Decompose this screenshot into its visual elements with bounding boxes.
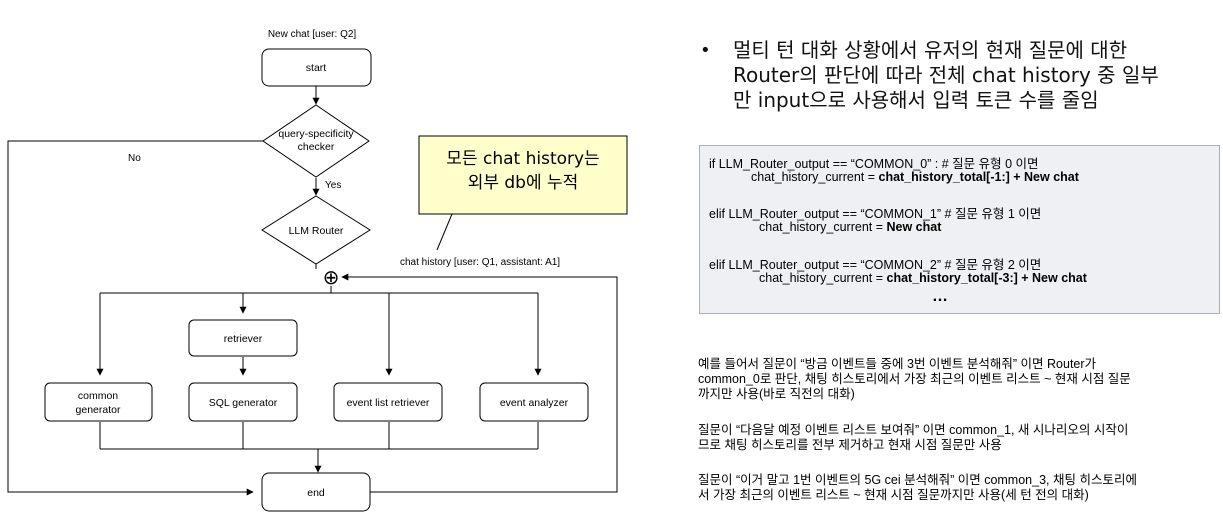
input-label: New chat [user: Q2] [268,29,357,40]
flow-edges [7,86,618,496]
common-generator-label-line2: generator [76,404,121,416]
code-line-4-text: chat_history_current = [759,220,887,234]
example-1-line-1: 예를 들어서 질문이 “방금 이벤트들 중에 3번 이벤트 분석해줘” 이면 R… [698,357,1097,371]
event-analyzer-label: event analyzer [500,397,569,409]
end-node [261,472,371,512]
example-3-line-1: 질문이 “이거 말고 1번 이벤트의 5G cei 분석해줘” 이면 commo… [698,473,1137,487]
router-diamond [261,195,371,265]
edge-label-no: No [128,153,141,164]
code-ellipsis: … [932,288,948,305]
code-line-2-bold: chat_history_total[-1:] + New chat [878,170,1079,184]
event-analyzer-node [479,382,589,422]
retriever-label: retriever [224,333,263,345]
common-generator-node [44,382,153,422]
example-2-line-2: 므로 채팅 히스토리를 전부 제거하고 현재 시점 질문만 사용 [698,438,1002,452]
callout-box [418,135,628,215]
event-list-retriever-node [333,382,443,422]
example-1-line-2: common_0로 판단, 채팅 히스토리에서 가장 최근의 이벤트 리스트 ~… [698,372,1131,386]
checker-label-line2: checker [298,141,335,153]
checker-label-line1: query-specificity [278,128,354,140]
sql-generator-node [188,382,298,422]
code-box: if LLM_Router_output == “COMMON_0” : # 질… [699,145,1220,314]
code-line-3: elif LLM_Router_output == “COMMON_1” # 질… [709,207,1042,221]
code-line-1: if LLM_Router_output == “COMMON_0” : # 질… [709,157,1039,171]
example-3-line-2: 서 가장 최근의 이벤트 리스트 ~ 현재 시점 질문까지만 사용(세 턴 전의… [698,488,1089,502]
bullet-line-2: Router의 판단에 따라 전체 chat history 중 일부 [733,63,1159,87]
router-label: LLM Router [289,225,344,237]
code-line-4: chat_history_current = New chat [759,220,941,234]
example-paragraph-3: 질문이 “이거 말고 1번 이벤트의 5G cei 분석해줘” 이면 commo… [698,473,1220,503]
flowchart-diagram: New chat [user: Q2] start query-specific… [7,29,628,512]
bullet-marker: • [700,40,711,61]
event-list-retriever-label: event list retriever [347,397,430,409]
start-label: start [306,62,327,74]
edge-no-branch [7,140,263,496]
end-label: end [307,487,325,499]
common-generator-label-line1: common [78,390,118,402]
callout-line-2: 외부 db에 누적 [467,173,579,193]
callout-note: 모든 chat history는 외부 db에 누적 [419,147,627,195]
checker-diamond [262,104,370,178]
code-line-4-bold: New chat [886,220,942,234]
code-line-2: chat_history_current = chat_history_tota… [751,170,1079,184]
code-line-6-bold: chat_history_total[-3:] + New chat [886,271,1087,285]
edge-label-yes: Yes [325,180,341,191]
edge-label-history: chat history [user: Q1, assistant: A1] [400,257,560,268]
start-node [261,48,372,87]
code-line-6: chat_history_current = chat_history_tota… [759,271,1087,285]
code-line-6-text: chat_history_current = [759,271,887,285]
callout-line-1: 모든 chat history는 [446,149,600,169]
example-1-line-3: 까지만 사용(바로 직전의 대화) [698,387,855,401]
example-2-line-1: 질문이 “다음달 예정 이벤트 리스트 보여줘” 이면 common_1, 새 … [698,423,1129,437]
sql-generator-label: SQL generator [209,397,278,409]
example-paragraph-2: 질문이 “다음달 예정 이벤트 리스트 보여줘” 이면 common_1, 새 … [698,423,1220,453]
retriever-node [188,319,298,357]
bullet-line-1: 멀티 턴 대화 상황에서 유저의 현재 질문에 대한 [733,38,1128,62]
edge-history-loop [341,273,618,493]
merge-symbol: ⊕ [323,267,340,289]
callout-pointer [436,213,453,251]
example-paragraph-1: 예를 들어서 질문이 “방금 이벤트들 중에 3번 이벤트 분석해줘” 이면 R… [698,357,1220,402]
code-line-2-text: chat_history_current = [751,170,879,184]
code-line-5: elif LLM_Router_output == “COMMON_2” # 질… [709,258,1042,272]
bullet-line-3: 만 input으로 사용해서 입력 토큰 수를 줄임 [733,88,1099,112]
